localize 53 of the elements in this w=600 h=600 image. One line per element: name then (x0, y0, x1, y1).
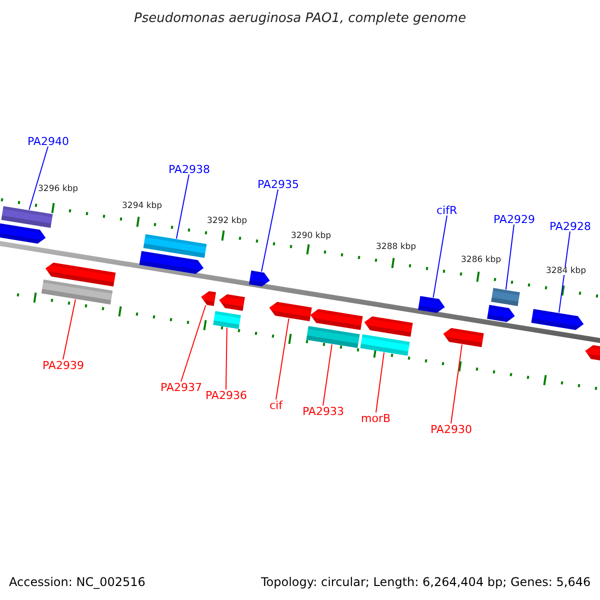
gene-label: PA2930 (430, 424, 472, 434)
gene-bar (306, 326, 360, 348)
gene-label: PA2939 (42, 360, 84, 370)
gene-label: PA2936 (206, 390, 247, 400)
leader-line (558, 231, 570, 314)
leader-line (322, 344, 332, 406)
scale-label: 3286 kbp (461, 256, 502, 264)
gene-label: PA2928 (550, 220, 591, 232)
leader-line (62, 298, 76, 360)
leader-line (180, 304, 206, 382)
gene-bar (143, 234, 207, 258)
gene-block (200, 290, 216, 306)
gene-label: PA2935 (258, 178, 299, 190)
gene-block (44, 262, 116, 286)
gene-block (442, 326, 484, 348)
gene-block (486, 304, 516, 324)
leader-line (28, 146, 48, 210)
diagram-title: Pseudomonas aeruginosa PAO1, complete genome (134, 12, 466, 24)
leader-line (260, 189, 278, 272)
gene-block (531, 308, 585, 332)
genome-summary: Topology: circular; Length: 6,264,404 bp; Genes: 5,646 (261, 576, 591, 588)
gene-block (418, 296, 446, 314)
gene-label: morB (361, 412, 391, 424)
gene-block (363, 315, 413, 337)
scale-label: 3294 kbp (122, 202, 162, 210)
leader-line (176, 174, 190, 240)
gene-bar (1, 206, 53, 228)
gene-label: PA2938 (168, 164, 210, 174)
gene-block (0, 223, 47, 245)
gene-bar (490, 288, 520, 306)
leader-line (276, 318, 290, 400)
gene-label: PA2940 (28, 136, 69, 146)
gene-label: PA2933 (302, 406, 344, 416)
scale-label: 3292 kbp (207, 216, 248, 225)
gene-label: cifR (436, 204, 458, 216)
leader-line (450, 344, 462, 424)
leader-line (226, 327, 228, 390)
gene-block (268, 300, 312, 322)
gene-label: cif (270, 400, 282, 410)
gene-bar (360, 334, 410, 356)
gene-block (309, 308, 363, 330)
leader-line (376, 352, 384, 413)
gene-block (249, 270, 271, 288)
gene-label: PA2937 (160, 382, 202, 392)
scale-label: 3288 kbp (376, 242, 416, 251)
accession-label: Accession: NC_002516 (9, 576, 146, 588)
scale-label: 3284 kbp (546, 266, 586, 275)
scale-label: 3290 kbp (291, 232, 332, 240)
scale-label: 3296 kbp (38, 184, 78, 193)
gene-bar (41, 280, 113, 304)
leader-line (432, 215, 448, 298)
gene-label: PA2929 (494, 214, 535, 224)
gene-bar (213, 311, 241, 329)
